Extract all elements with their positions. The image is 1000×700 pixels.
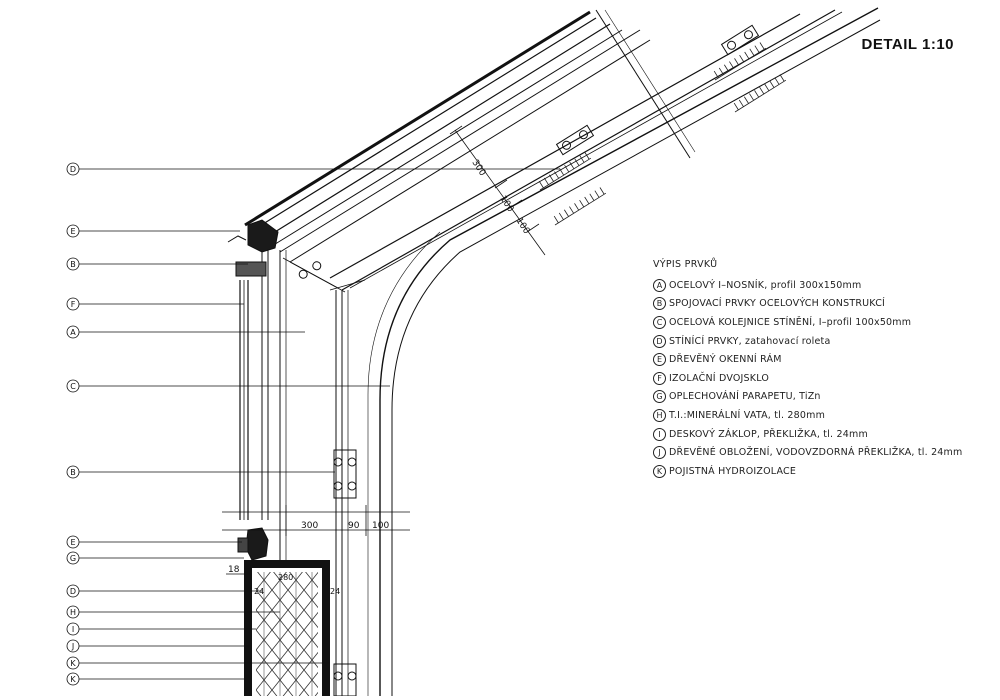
dim-300: 300 — [301, 521, 318, 531]
dim-roof-300: 300 — [469, 158, 487, 178]
shading-lamellas — [538, 42, 787, 226]
legend-marker: J — [653, 446, 666, 460]
legend-heading: VÝPIS PRVKŮ — [653, 259, 718, 270]
dim-18: 18 — [228, 565, 240, 575]
dim-90: 90 — [348, 521, 360, 531]
legend-text: STÍNÍCÍ PRVKY, zatahovací roleta — [669, 335, 831, 347]
inclined-roof-structure — [244, 9, 843, 293]
legend-text: OCELOVÝ I–NOSNÍK, profil 300x150mm — [669, 279, 862, 291]
dim-roof-100b: 100 — [513, 216, 531, 236]
legend-text: IZOLAČNÍ DVOJSKLO — [669, 372, 770, 384]
callout-12: J — [66, 639, 80, 653]
parapet-insulated-wall — [244, 560, 330, 696]
callout-14: K — [66, 672, 80, 686]
legend-marker: G — [653, 390, 666, 404]
lower-window-frame — [237, 527, 269, 561]
callout-7: E — [66, 535, 80, 549]
dim-roof-100a: 100 — [497, 194, 515, 214]
callout-2: B — [66, 257, 80, 271]
legend-text: DESKOVÝ ZÁKLOP, PŘEKLIŽKA, tl. 24mm — [669, 428, 868, 440]
facade-bolts — [333, 449, 357, 697]
callout-letter: A — [70, 328, 76, 337]
callout-letter: I — [72, 625, 74, 634]
callout-1: E — [66, 224, 80, 238]
callout-5: C — [66, 379, 80, 393]
callout-6: B — [66, 465, 80, 479]
dim-100: 100 — [372, 521, 389, 531]
legend-text: OPLECHOVÁNÍ PARAPETU, TiZn — [669, 391, 821, 403]
legend-text: T.I.:MINERÁLNÍ VATA, tl. 280mm — [669, 409, 826, 421]
callout-leaders — [79, 168, 560, 680]
legend-marker: K — [653, 464, 666, 478]
legend-marker: H — [653, 408, 666, 422]
legend-marker: D — [653, 334, 666, 348]
legend-marker: E — [653, 353, 666, 367]
legend-marker: B — [653, 297, 666, 311]
callout-letter: G — [70, 554, 76, 563]
callout-13: K — [66, 656, 80, 670]
callout-9: D — [66, 584, 80, 598]
dim-24b: 24 — [330, 587, 340, 596]
callout-letter: H — [70, 608, 76, 617]
legend-text: OCELOVÁ KOLEJNICE STÍNĚNÍ, I–profil 100x… — [669, 316, 912, 328]
callout-letter: B — [70, 260, 76, 269]
callout-letter: D — [70, 587, 76, 596]
callout-letter: B — [70, 468, 76, 477]
upper-window-frame — [227, 219, 279, 277]
callout-11: I — [66, 622, 80, 636]
callout-letter: E — [70, 538, 75, 547]
roof-fixing-bolts — [298, 24, 760, 279]
legend-text: POJISTNÁ HYDROIZOLACE — [669, 465, 797, 477]
legend-marker: I — [653, 427, 666, 441]
horizontal-dimension-line — [222, 505, 410, 575]
callout-letter: F — [71, 300, 76, 309]
legend-marker: C — [653, 315, 666, 329]
legend-marker: A — [653, 278, 666, 292]
callout-4: A — [66, 325, 80, 339]
dim-280: 280 — [278, 573, 293, 582]
callout-8: G — [66, 551, 80, 565]
callout-letter: K — [70, 675, 76, 684]
roof-dimension-line — [449, 125, 546, 256]
legend-text: DŘEVĚNÉ OBLOŽENÍ, VODOVZDORNÁ PŘEKLIŽKA,… — [669, 447, 963, 459]
callout-letter: C — [70, 382, 76, 391]
legend-text: SPOJOVACÍ PRVKY OCELOVÝCH KONSTRUKCÍ — [669, 298, 886, 310]
callout-markers: D E B F A C B E G D H I J K K — [66, 162, 80, 686]
callout-letter: E — [70, 227, 75, 236]
drawing-title: DETAIL 1:10 — [861, 36, 954, 53]
dim-24a: 24 — [254, 587, 264, 596]
legend-text: DŘEVĚNÝ OKENNÍ RÁM — [669, 354, 782, 366]
callout-letter: J — [71, 642, 74, 651]
callout-10: H — [66, 605, 80, 619]
callout-letter: K — [70, 659, 76, 668]
legend-marker: F — [653, 371, 666, 385]
callout-letter: D — [70, 165, 76, 174]
callout-0: D — [66, 162, 80, 176]
callout-3: F — [66, 297, 80, 311]
